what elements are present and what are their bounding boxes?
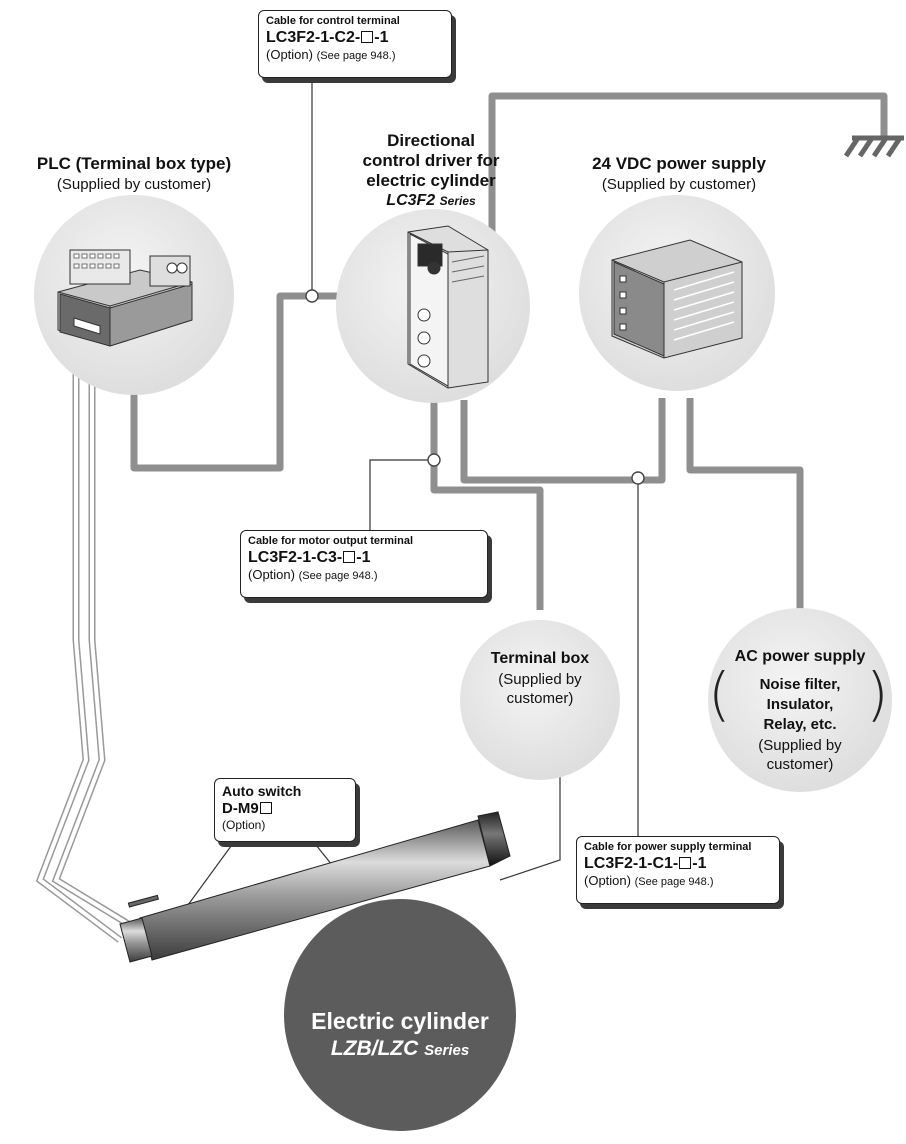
motor-cable-label: Cable for motor output terminal [248, 535, 413, 547]
motor-cable-option: (Option) [248, 567, 295, 583]
auto-switch-option: (Option) [222, 817, 266, 832]
power-cable-option: (Option) [584, 873, 631, 889]
terminal-box-disc [460, 620, 620, 780]
ac-power-item3: Relay, etc. [763, 716, 837, 733]
control-cable-option: (Option) [266, 47, 313, 63]
control-cable-part: LC3F2-1-C2- -1 [266, 28, 444, 47]
placeholder-square-icon [259, 801, 272, 814]
auto-switch-label: Auto switch [222, 783, 302, 799]
cylinder-device-icon [119, 811, 511, 963]
cable-junctions [305, 289, 645, 485]
motor-cable-callout: Cable for motor output terminal LC3F2-1-… [240, 530, 488, 598]
power-cable-page: (See page 948.) [634, 876, 714, 889]
power-cable-part: LC3F2-1-C1- -1 [584, 854, 772, 873]
ac-power-sub2: customer) [766, 756, 834, 773]
auto-switch-callout: Auto switch D-M9 (Option) [214, 778, 356, 842]
auto-switch-part-text: D-M9 [222, 799, 259, 817]
plc-to-cylinder-cable [35, 372, 132, 943]
cylinder-series-word: Series [424, 1042, 470, 1059]
power-cable-part-suffix: -1 [692, 855, 707, 873]
cylinder-disc [284, 899, 516, 1131]
terminal-box-sub1: (Supplied by [498, 671, 582, 688]
control-cable-page: (See page 948.) [316, 50, 396, 63]
ac-power-right-paren: ) [866, 660, 889, 728]
driver-title-line1: Directional [387, 131, 475, 150]
power-supply-device-icon [611, 239, 743, 359]
control-cable-callout: Cable for control terminal LC3F2-1-C2- -1… [258, 10, 452, 78]
cylinder-series-name: LZB/LZC [330, 1037, 419, 1060]
motor-cable-part-prefix: LC3F2-1-C3- [248, 549, 343, 567]
terminal-box-title: Terminal box [490, 650, 590, 667]
cylinder-series: LZB/LZC Series [280, 1037, 520, 1062]
driver-device-icon [407, 225, 489, 389]
placeholder-square-icon [361, 31, 374, 44]
placeholder-square-icon [679, 857, 692, 870]
plc-subtitle: (Supplied by customer) [56, 176, 212, 193]
motor-cable-page: (See page 948.) [298, 570, 378, 583]
control-cable-label: Cable for control terminal [266, 15, 400, 27]
cables [130, 92, 888, 620]
driver-title-line2: control driver for [362, 151, 500, 170]
placeholder-square-icon [343, 551, 356, 564]
terminal-box-sub2: customer) [506, 690, 574, 707]
ac-power-title: AC power supply [734, 648, 866, 665]
ac-power-sub1: (Supplied by [758, 737, 842, 754]
control-cable-part-suffix: -1 [374, 29, 389, 47]
power-cable-callout: Cable for power supply terminal LC3F2-1-… [576, 836, 780, 904]
driver-series-name: LC3F2 [386, 192, 436, 209]
driver-series-word: Series [439, 194, 476, 208]
power-supply-subtitle: (Supplied by customer) [601, 176, 757, 193]
power-supply-title: 24 VDC power supply [592, 154, 766, 173]
power-cable-part-prefix: LC3F2-1-C1- [584, 855, 679, 873]
control-cable-part-prefix: LC3F2-1-C2- [266, 29, 361, 47]
driver-series: LC3F2 Series [318, 192, 544, 211]
motor-cable-part: LC3F2-1-C3- -1 [248, 548, 480, 567]
ground-icon [843, 135, 904, 158]
plc-title: PLC (Terminal box type) [36, 154, 232, 173]
auto-switch-part: D-M9 [222, 800, 348, 818]
power-cable-label: Cable for power supply terminal [584, 841, 752, 853]
ac-power-left-paren: ( [708, 660, 731, 728]
motor-cable-part-suffix: -1 [356, 549, 371, 567]
plc-device-icon [57, 249, 193, 347]
ac-power-disc [708, 608, 892, 792]
driver-title-line3: electric cylinder [366, 171, 496, 190]
ac-power-item1: Noise filter, [759, 676, 841, 693]
ac-power-item2: Insulator, [766, 696, 834, 713]
cylinder-title: Electric cylinder [311, 1008, 489, 1034]
